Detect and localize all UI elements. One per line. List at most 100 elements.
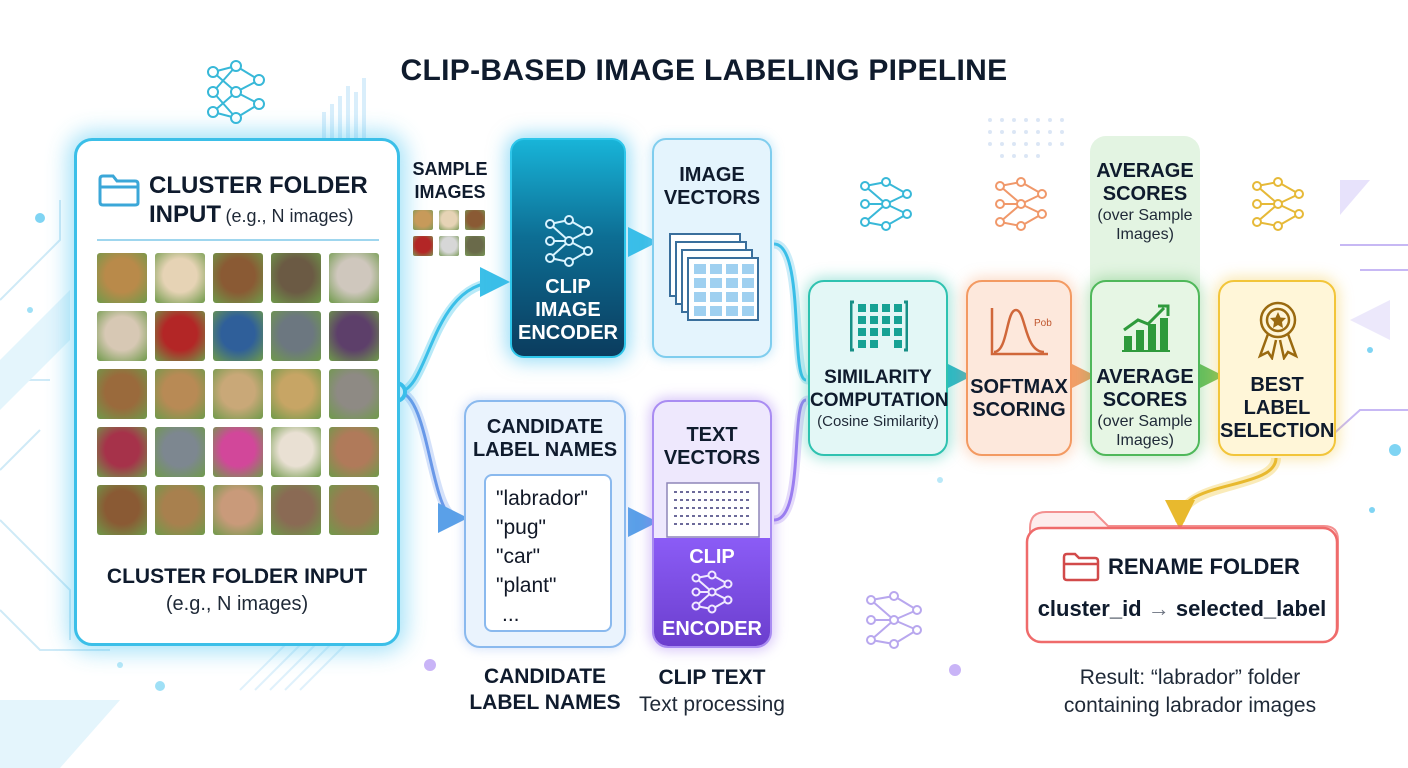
rename-folder-title: RENAME FOLDER (1108, 554, 1300, 579)
image-vectors-card: IMAGE VECTORS (652, 138, 772, 358)
rename-mapping: cluster_id → selected_label (1026, 596, 1338, 622)
page-title: CLIP-BASED IMAGE LABELING PIPELINE (400, 54, 1008, 87)
arrow-right-icon: → (1147, 596, 1170, 621)
folder-icon (98, 174, 140, 207)
average-line1: AVERAGE (1096, 366, 1194, 388)
neural-network-icon (860, 177, 912, 231)
image-thumbnail (329, 253, 379, 303)
image-thumbnail (213, 369, 263, 419)
input-divider (97, 239, 379, 241)
similarity-subtitle: (Cosine Similarity) (817, 413, 939, 430)
candidate-label-item: "car" (496, 545, 541, 568)
image-thumbnail (329, 311, 379, 361)
image-thumbnail (271, 311, 321, 361)
candidate-title: CANDIDATE LABEL NAMES (466, 416, 624, 462)
sample-image-thumbnail (413, 236, 433, 256)
softmax-label: SOFTMAX SCORING (968, 376, 1070, 422)
input-bottom-subtitle: (e.g., N images) (165, 593, 309, 615)
image-thumbnail (329, 369, 379, 419)
clip-image-encoder-card: CLIP IMAGE ENCODER (510, 138, 626, 358)
neural-network-icon (545, 215, 593, 267)
average-label: AVERAGE SCORES (over Sample Images) (1092, 366, 1198, 450)
clip-text-encoder-card: TEXT VECTORS CLIP ENCODER (652, 400, 772, 648)
input-title-line2: INPUT (149, 201, 221, 228)
best-label-label: BEST LABEL SELECTION (1220, 374, 1334, 443)
similarity-matrix-icon (850, 300, 908, 352)
average-top-line1: AVERAGE (1096, 160, 1194, 182)
image-thumbnail (155, 311, 205, 361)
candidate-label-names-card: CANDIDATE LABEL NAMES "labrador" "pug" "… (464, 400, 626, 648)
neural-network-icon (995, 177, 1047, 231)
bell-curve-icon (990, 308, 1048, 356)
image-thumbnail (97, 485, 147, 535)
curve-label: Pob (1034, 318, 1052, 329)
rename-result-line2: containing labrador images (1063, 694, 1317, 717)
neural-network-icon (691, 570, 733, 614)
image-thumbnail (97, 253, 147, 303)
sample-images-grid (413, 210, 489, 260)
average-top-label: AVERAGE SCORES (over Sample Images) (1090, 160, 1200, 244)
cluster-folder-input-card: CLUSTER FOLDER INPUT (e.g., N images) CL… (74, 138, 400, 646)
sample-image-thumbnail (413, 210, 433, 230)
input-title-suffix: (e.g., N images) (225, 206, 354, 226)
input-bottom-title: CLUSTER FOLDER INPUT (106, 565, 368, 588)
similarity-line2: COMPUTATION (810, 390, 949, 411)
text-encoder-encoder-label: ENCODER (661, 618, 762, 640)
image-thumbnail (213, 485, 263, 535)
sample-image-thumbnail (465, 210, 485, 230)
neural-network-icon (866, 591, 922, 649)
clip-image-encoder-label: CLIP IMAGE ENCODER (512, 276, 624, 345)
sample-images-label: SAMPLE IMAGES (405, 158, 495, 204)
bar-chart-growth-icon (1122, 304, 1170, 352)
image-vectors-line2: VECTORS (663, 187, 761, 209)
text-encoder-caption-line1: CLIP TEXT (658, 666, 766, 689)
candidate-label-item: "labrador" (496, 487, 588, 510)
average-line2: SCORES (1102, 389, 1188, 411)
text-vectors-line2: VECTORS (663, 447, 761, 469)
image-thumbnail (97, 311, 147, 361)
image-thumbnail (155, 253, 205, 303)
rename-folder-card-shape (1025, 511, 1339, 644)
folder-icon (1062, 552, 1100, 582)
sample-images-line1: SAMPLE (412, 159, 488, 179)
average-top-sub1: (over Sample (1097, 207, 1193, 224)
image-thumbnail (271, 253, 321, 303)
similarity-line1: SIMILARITY (824, 367, 932, 388)
candidate-caption: CANDIDATE LABEL NAMES (460, 664, 630, 716)
neural-network-icon (1252, 177, 1304, 231)
award-ribbon-icon (1257, 301, 1299, 360)
rename-result-line1: Result: “labrador” folder (1079, 666, 1301, 689)
candidate-label-item: "pug" (496, 516, 546, 539)
image-thumbnail (97, 369, 147, 419)
rename-from: cluster_id (1037, 596, 1142, 621)
softmax-line1: SOFTMAX (970, 376, 1068, 398)
clip-text-encoder-block: CLIP ENCODER (654, 538, 770, 646)
average-sub1: (over Sample (1097, 413, 1193, 430)
text-encoder-clip-label: CLIP (689, 546, 735, 568)
neural-network-icon (207, 60, 265, 124)
sample-image-thumbnail (439, 236, 459, 256)
average-top-sub2: Images) (1116, 226, 1174, 243)
similarity-computation-card: SIMILARITY COMPUTATION (Cosine Similarit… (808, 280, 949, 456)
sample-image-thumbnail (465, 236, 485, 256)
candidate-label-item: ... (502, 603, 520, 626)
image-thumbnail (155, 369, 205, 419)
best-label-line2: SELECTION (1220, 420, 1335, 442)
candidate-caption-line2: LABEL NAMES (469, 691, 621, 714)
input-card-title: CLUSTER FOLDER INPUT (e.g., N images) (149, 171, 399, 232)
average-scores-top-panel: AVERAGE SCORES (over Sample Images) (1090, 136, 1200, 294)
candidate-labels: "labrador" "pug" "car" "plant" ... (496, 484, 588, 629)
rename-result: Result: “labrador” folder containing lab… (1040, 664, 1340, 720)
softmax-scoring-card: Pob SOFTMAX SCORING (966, 280, 1072, 456)
rename-to: selected_label (1175, 596, 1327, 621)
image-encoder-line2: IMAGE (535, 299, 601, 321)
image-thumbnail (271, 369, 321, 419)
rename-folder-card: RENAME FOLDER cluster_id → selected_labe… (1026, 526, 1338, 640)
image-thumbnail (97, 427, 147, 477)
text-encoder-caption-line2: Text processing (639, 693, 785, 716)
candidate-label-list: "labrador" "pug" "car" "plant" ... (484, 474, 612, 632)
candidate-caption-line1: CANDIDATE (483, 665, 607, 688)
image-thumbnail (213, 427, 263, 477)
image-encoder-line1: CLIP (545, 276, 591, 298)
average-scores-card: AVERAGE SCORES (over Sample Images) (1090, 280, 1200, 456)
